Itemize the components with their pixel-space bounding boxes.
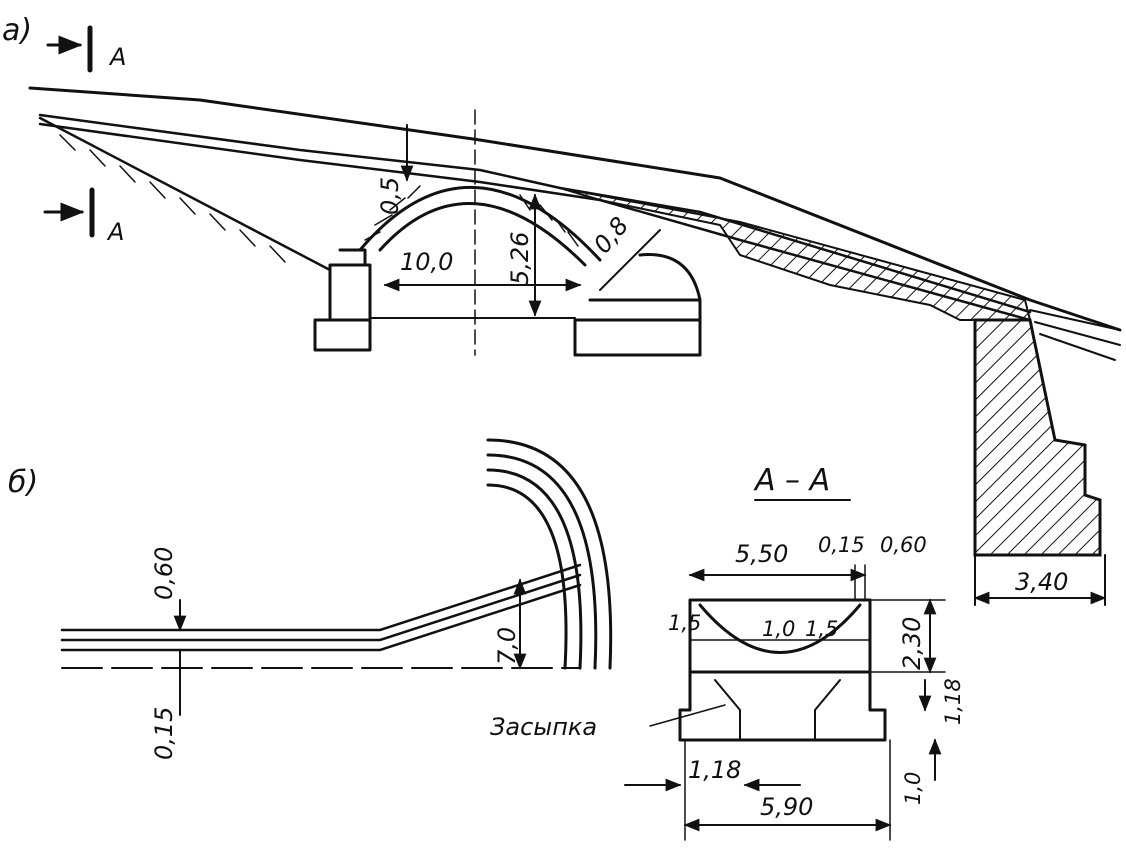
bottom-layer-value: 0,15 bbox=[150, 707, 178, 760]
base-width-value: 5,90 bbox=[760, 793, 813, 821]
bend-mid-1 bbox=[486, 453, 598, 670]
d060-value: 0,60 bbox=[880, 533, 927, 557]
retaining-wall bbox=[973, 318, 1102, 557]
section-mark-top-label: A bbox=[108, 43, 126, 71]
part-a-elevation: а) A A 10,0 bbox=[2, 13, 1122, 606]
left-abutment bbox=[328, 248, 372, 322]
width-top-value: 5,50 bbox=[735, 540, 788, 568]
height-value: 7,0 bbox=[493, 627, 521, 665]
mid-15-value: 1,5 bbox=[805, 617, 838, 641]
profile-line-bottom bbox=[60, 583, 582, 652]
bend-mid-2 bbox=[486, 468, 583, 670]
right-foundation bbox=[573, 318, 702, 357]
left-slope bbox=[38, 116, 332, 272]
fill-label: Засыпка bbox=[490, 713, 597, 741]
base-height-value: 1,0 bbox=[901, 772, 925, 805]
profile-line-mid bbox=[60, 573, 582, 642]
bottom-118-value: 1,18 bbox=[688, 756, 741, 784]
crown-fill-value: 0,5 bbox=[376, 177, 404, 215]
arch-thickness-line bbox=[599, 229, 661, 291]
bend-outer bbox=[486, 438, 613, 670]
section-mark-bottom-label: A bbox=[106, 218, 124, 246]
part-a-label: а) bbox=[2, 13, 32, 48]
step-118-value: 1,18 bbox=[941, 678, 965, 725]
left-15-value: 1,5 bbox=[668, 611, 701, 635]
section-marker-bottom: A bbox=[43, 187, 124, 246]
height-230-value: 2,30 bbox=[898, 617, 926, 670]
section-marker-top: A bbox=[46, 25, 126, 73]
section-title: A – A bbox=[753, 463, 830, 498]
wall-base-value: 3,40 bbox=[1015, 568, 1068, 596]
right-abutment bbox=[588, 253, 702, 322]
part-b-label: б) bbox=[8, 465, 38, 500]
profile-line-top bbox=[60, 563, 582, 632]
arch-outer bbox=[358, 186, 602, 262]
section-a-a: A – A 5,50 0,15 0,60 1,5 1,0 1,5 2,30 За… bbox=[490, 463, 965, 841]
road-surface-line bbox=[28, 86, 1122, 332]
arch-hatching bbox=[364, 185, 579, 247]
outlet-lines bbox=[1029, 309, 1121, 361]
left-slope-hatch bbox=[59, 134, 286, 263]
d015-value: 0,15 bbox=[818, 533, 865, 557]
left-foundation bbox=[313, 318, 372, 352]
arch-inner bbox=[378, 201, 587, 267]
bend-inner bbox=[486, 483, 568, 670]
fill-leader bbox=[649, 704, 726, 727]
trough-curve bbox=[698, 603, 862, 654]
top-layer-value: 0,60 bbox=[150, 547, 178, 600]
part-b-profile: б) 0,60 0,15 7,0 bbox=[8, 438, 613, 760]
arch-thickness-value: 0,8 bbox=[588, 212, 634, 259]
mid-10-value: 1,0 bbox=[762, 617, 795, 641]
rise-value: 5,26 bbox=[506, 232, 534, 285]
foundation-block bbox=[678, 670, 887, 742]
right-embankment-hatch bbox=[559, 187, 1032, 321]
span-value: 10,0 bbox=[400, 248, 453, 276]
fill-slopes bbox=[714, 679, 841, 741]
